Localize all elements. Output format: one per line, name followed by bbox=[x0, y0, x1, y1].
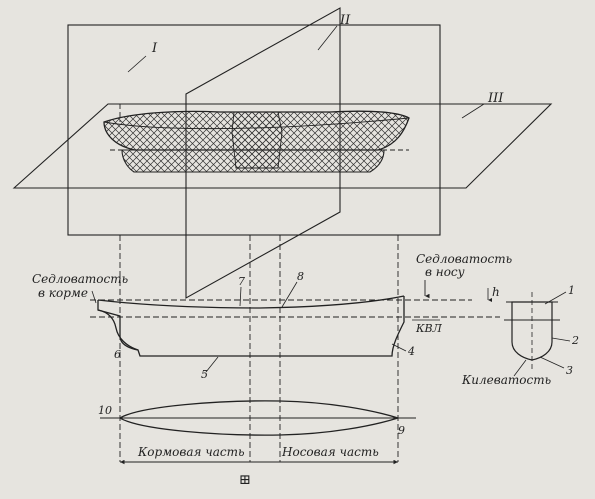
midship-section bbox=[504, 292, 560, 370]
hull-side-profile bbox=[97, 295, 405, 357]
plane-label-i: I bbox=[151, 41, 158, 56]
callout-6: 6 bbox=[114, 348, 121, 361]
callout-3: 3 bbox=[566, 364, 573, 377]
callout-1: 1 bbox=[568, 284, 575, 297]
sheer-fwd-label-line1: Седловатость bbox=[416, 252, 512, 266]
projection-lines-vertical bbox=[119, 235, 399, 462]
callout-9: 9 bbox=[398, 424, 405, 437]
sheer-aft-label-line2: в корме bbox=[38, 286, 88, 300]
kvl-label: КВЛ bbox=[415, 322, 443, 335]
sheer-reference-line bbox=[90, 299, 500, 318]
sheer-fwd-label-line2: в носу bbox=[425, 265, 465, 279]
deadrise-label: Килеватость bbox=[461, 373, 551, 387]
callout-10: 10 bbox=[98, 404, 112, 417]
plane-ii-transverse bbox=[185, 7, 341, 299]
callout-7: 7 bbox=[238, 275, 245, 288]
midship-section-3d bbox=[231, 111, 283, 169]
h-label: h bbox=[492, 285, 500, 299]
plane-label-iii: III bbox=[487, 91, 504, 106]
dashed-construction-lines-top bbox=[110, 103, 441, 151]
plane-label-ii: II bbox=[339, 13, 351, 28]
aft-part-label: Кормовая часть bbox=[137, 445, 245, 459]
callout-8: 8 bbox=[297, 270, 304, 283]
callout-4: 4 bbox=[407, 345, 415, 358]
sheer-aft-label-line1: Седловатость bbox=[32, 272, 128, 286]
plane-iii-horizontal bbox=[12, 103, 553, 189]
callout-5: 5 bbox=[201, 368, 208, 381]
midship-symbol: ⊞ bbox=[239, 472, 251, 488]
callout-2: 2 bbox=[571, 334, 579, 347]
fwd-part-label: Носовая часть bbox=[281, 445, 379, 459]
